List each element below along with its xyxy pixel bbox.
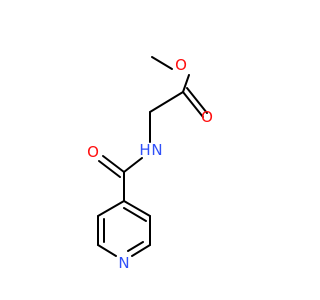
atom-label-n-amide: N bbox=[151, 141, 162, 159]
bond-ring-1-2-inner bbox=[123, 207, 147, 222]
bond-n-amide-c-carbonyl bbox=[123, 157, 143, 173]
atom-label-n-ring: N bbox=[118, 254, 129, 272]
bond-c-carbonyl-o-amide-b bbox=[98, 160, 121, 178]
bond-ring-6-1 bbox=[97, 200, 125, 217]
atom-labels-group: O O H N O N bbox=[87, 56, 213, 272]
bond-c-carbonyl-c-alpha bbox=[149, 91, 184, 113]
bond-ring-3-n-inner bbox=[127, 241, 144, 252]
bond-ring-3-n bbox=[131, 244, 151, 257]
bond-c-carbonyl-o-double-a bbox=[182, 91, 204, 118]
atom-label-o-carbonyl-amide: O bbox=[87, 143, 99, 161]
molecule-structure-diagram: O O H N O N bbox=[87, 56, 213, 272]
bonds-group bbox=[97, 56, 208, 257]
atom-label-o-ester: O bbox=[175, 56, 187, 74]
bond-c-carbonyl-o-double-b bbox=[186, 87, 208, 114]
bond-o-ester-c-carbonyl bbox=[182, 74, 190, 93]
bond-methyl-o-ester bbox=[151, 56, 173, 70]
bond-ring-1-2 bbox=[123, 200, 151, 217]
atom-label-o-carbonyl-ester: O bbox=[201, 108, 213, 126]
atom-label-n-amide-h: H bbox=[139, 141, 150, 159]
bond-c-carbonyl-o-amide-a bbox=[102, 155, 125, 173]
bond-ring-n-5 bbox=[97, 244, 117, 257]
